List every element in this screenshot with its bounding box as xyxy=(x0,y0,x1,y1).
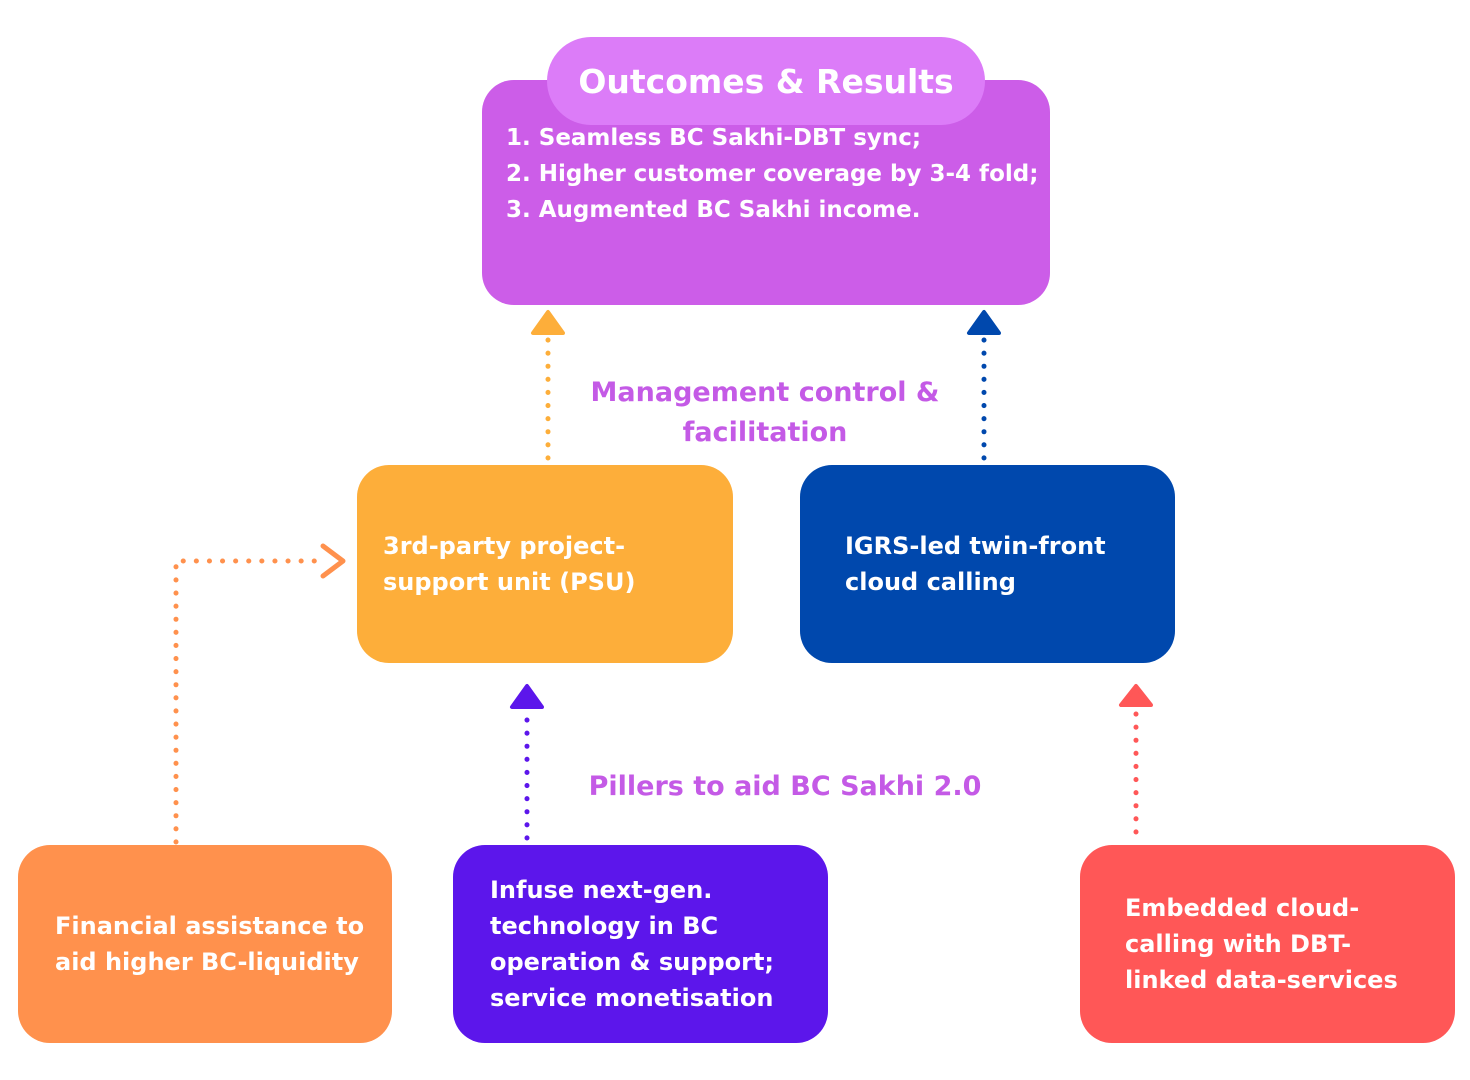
psu-text-line: support unit (PSU) xyxy=(383,568,636,596)
outcomes-title: Outcomes & Results xyxy=(547,37,985,125)
management-label-line: Management control & xyxy=(590,377,940,408)
arrow-cloud-to-igrs xyxy=(1119,684,1153,835)
psu-text-line: 3rd-party project- xyxy=(383,532,626,560)
igrs-text-line: IGRS-led twin-front xyxy=(845,532,1106,560)
technology-text-line: operation & support; xyxy=(490,948,775,976)
technology-text-line: technology in BC xyxy=(490,912,719,940)
cloud-text-line: Embedded cloud- xyxy=(1125,894,1360,922)
outcome-item: 3. Augmented BC Sakhi income. xyxy=(506,197,921,223)
outcome-item: 1. Seamless BC Sakhi-DBT sync; xyxy=(506,125,922,151)
psu-box: 3rd-party project- support unit (PSU) xyxy=(357,465,733,663)
technology-box: Infuse next-gen. technology in BC operat… xyxy=(453,845,828,1043)
management-label: Management control & facilitation xyxy=(560,373,970,453)
arrow-igrs-to-outcomes xyxy=(967,310,1001,461)
management-label-line: facilitation xyxy=(682,417,848,448)
cloud-text-line: calling with DBT- xyxy=(1125,930,1352,958)
igrs-text-line: cloud calling xyxy=(845,568,1016,596)
technology-text-line: Infuse next-gen. xyxy=(490,876,713,904)
igrs-box: IGRS-led twin-front cloud calling xyxy=(800,465,1175,663)
financial-assistance-box: Financial assistance to aid higher BC-li… xyxy=(18,845,392,1043)
arrow-psu-to-outcomes xyxy=(531,310,565,461)
financial-text-line: Financial assistance to xyxy=(55,912,365,940)
cloud-calling-box: Embedded cloud- calling with DBT- linked… xyxy=(1080,845,1455,1043)
cloud-text-line: linked data-services xyxy=(1125,966,1398,994)
arrow-technology-to-psu xyxy=(510,684,544,841)
technology-text-line: service monetisation xyxy=(490,984,774,1012)
arrow-financial-to-psu xyxy=(173,543,346,845)
financial-text-line: aid higher BC-liquidity xyxy=(55,948,359,976)
pillars-label: Pillers to aid BC Sakhi 2.0 xyxy=(588,771,982,802)
outcome-item: 2. Higher customer coverage by 3-4 fold; xyxy=(506,161,1039,187)
